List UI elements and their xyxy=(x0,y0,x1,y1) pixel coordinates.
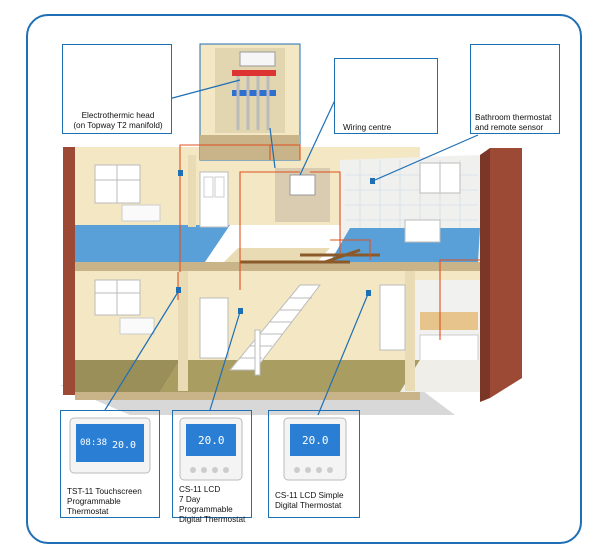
thermostat-marker-2 xyxy=(238,308,243,314)
cs11-simple-line2: Digital Thermostat xyxy=(275,501,342,510)
electrothermal-head-line2: (on Topway T2 manifold) xyxy=(73,121,163,130)
wiring-centre-box xyxy=(289,174,316,196)
bathroom-thermostat-line2: and remote sensor xyxy=(475,123,544,132)
floor-upper-left xyxy=(75,225,230,262)
bathroom-thermostat-line1: Bathroom thermostat xyxy=(475,113,552,122)
wiring xyxy=(177,144,480,340)
callout-electrothermal-head: Electrothermic head (on Topway T2 manifo… xyxy=(62,44,172,134)
thermostat-marker-3 xyxy=(366,290,371,296)
tst11-time-display: 08:38 xyxy=(80,438,108,448)
wiring-centre-label: Wiring centre xyxy=(343,123,392,132)
electrothermal-head-line1: Electrothermic head xyxy=(81,111,155,120)
door-lower-right xyxy=(379,284,406,351)
thermostat-marker-4 xyxy=(178,170,183,176)
cs11-7day-line2: 7 Day Programmable xyxy=(179,495,233,514)
partition-2 xyxy=(405,271,415,391)
callout-cs11-lcd-simple: CS-11 LCD Simple Digital Thermostat xyxy=(268,410,360,518)
brick-wall-left xyxy=(63,147,75,395)
door-lower-left xyxy=(199,297,229,359)
floor-slab xyxy=(75,262,480,271)
callout-cs11-lcd-7day: CS-11 LCD 7 Day Programmable Digital The… xyxy=(172,410,252,524)
cs11-7day-line3: Digital Thermostat xyxy=(179,515,246,524)
tst11-line2: Programmable Thermostat xyxy=(67,497,121,516)
brick-wall-edge xyxy=(480,148,490,402)
cs11-simple-device-icon xyxy=(283,417,347,481)
partition-1 xyxy=(178,271,188,391)
callout-wiring-centre: Wiring centre xyxy=(334,58,438,134)
ground-slab xyxy=(75,392,420,400)
cs11-simple-temp-display: 20.0 xyxy=(302,434,329,447)
window-upper-left xyxy=(94,164,141,204)
cs11-7day-device-icon xyxy=(179,417,243,481)
manifold-floor xyxy=(200,135,300,160)
leader-lines xyxy=(104,79,479,416)
callout-tst11: TST-11 Touchscreen Programmable Thermost… xyxy=(60,410,160,518)
callout-bathroom-thermostat: Bathroom thermostat and remote sensor xyxy=(470,44,560,134)
brick-wall-right xyxy=(490,148,522,398)
cs11-7day-line1: CS-11 LCD xyxy=(179,485,221,494)
thermostat-marker-1 xyxy=(176,287,181,293)
cs11-7day-temp-display: 20.0 xyxy=(198,434,225,447)
upper-floor-wall xyxy=(75,147,420,225)
partition-upper xyxy=(188,155,196,227)
door-upper xyxy=(199,171,229,228)
radiator-upper xyxy=(121,204,161,222)
floor-ground-left xyxy=(75,360,180,392)
bathtub xyxy=(404,219,441,243)
tst11-device-icon xyxy=(69,417,151,474)
floor-ground-middle xyxy=(160,360,420,392)
cs11-simple-line1: CS-11 LCD Simple xyxy=(275,491,344,500)
tst11-temp-display: 20.0 xyxy=(112,440,137,451)
tst11-line1: TST-11 Touchscreen xyxy=(67,487,142,496)
manifold-pipes xyxy=(232,51,276,130)
kitchen-cabinet xyxy=(420,312,478,330)
staircase xyxy=(228,284,322,376)
bathroom-sensor-marker xyxy=(370,178,375,184)
window-lower-left xyxy=(94,279,141,316)
floor-kitchen xyxy=(400,360,480,392)
radiator-lower xyxy=(119,317,155,335)
window-bathroom xyxy=(419,162,461,194)
